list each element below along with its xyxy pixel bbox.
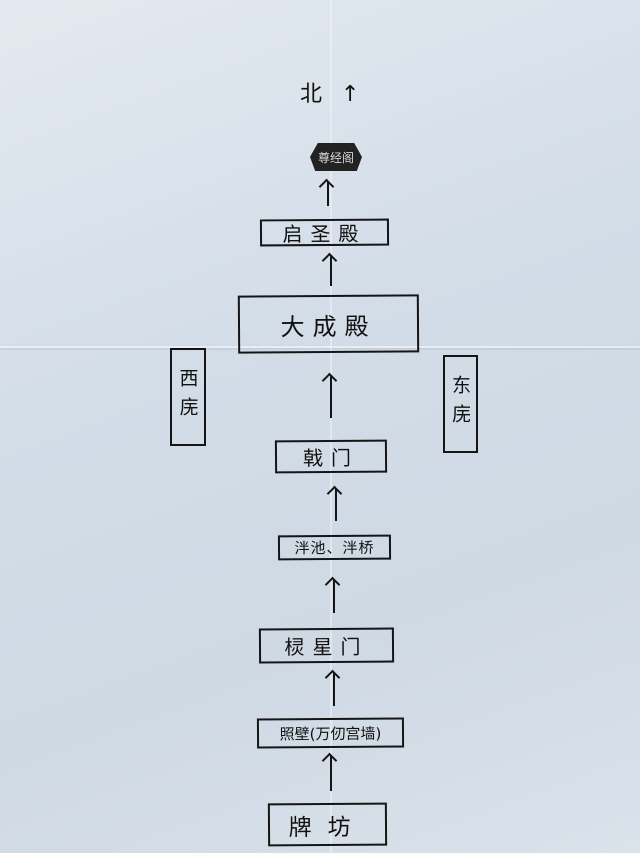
node-panchi-panqiao: 泮池、泮桥	[277, 534, 392, 561]
node-qishengdian: 启圣殿	[259, 218, 390, 247]
arrow-up-icon	[333, 673, 335, 706]
node-zunjingge: 尊经阁	[310, 143, 362, 171]
arrow-up-icon	[330, 256, 332, 286]
node-lingxingmen: 棂星门	[258, 627, 395, 664]
node-jimen: 戟门	[274, 439, 388, 474]
node-paifang: 牌坊	[267, 802, 388, 847]
node-dachengdian: 大成殿	[237, 294, 420, 354]
north-arrow-icon: ↑	[341, 82, 366, 107]
north-label: 北	[300, 82, 329, 107]
node-zhaobi: 照壁(万仞宫墙)	[256, 717, 405, 749]
arrow-up-icon	[330, 376, 332, 418]
arrow-up-icon	[327, 182, 329, 206]
paper-fold-horizontal	[0, 346, 640, 348]
node-dongwu: 东庑	[443, 355, 478, 453]
node-xiwu: 西庑	[170, 348, 206, 446]
north-indicator: 北 ↑	[300, 76, 365, 108]
arrow-up-icon	[330, 756, 332, 791]
paper-fold-vertical	[330, 0, 332, 853]
arrow-up-icon	[333, 580, 335, 613]
arrow-up-icon	[335, 489, 337, 521]
